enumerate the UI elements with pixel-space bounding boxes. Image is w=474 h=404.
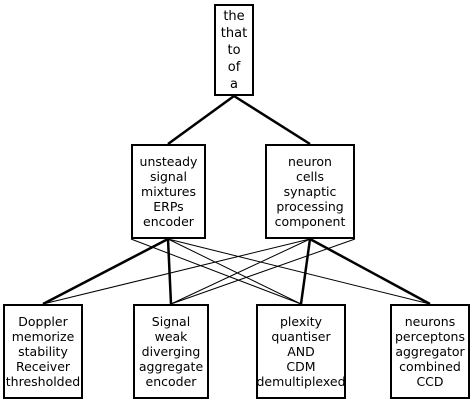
root-word: to <box>227 42 241 58</box>
edge-weak-mid-1-leaf-1 <box>170 238 311 305</box>
edge-mid-1-leaf-3 <box>309 237 431 306</box>
edge-weak-mid-1-leaf-0 <box>42 238 311 305</box>
middle-node-right: neuron cells synaptic processing compone… <box>265 144 355 239</box>
leaf-word: encoder <box>145 374 197 389</box>
middle-word: synaptic <box>283 184 337 199</box>
leaf-word: memorize <box>11 329 75 344</box>
leaf-word: plexity <box>279 314 323 329</box>
root-word: of <box>227 59 241 75</box>
root-node: the that to of a <box>214 4 254 96</box>
root-word: the <box>223 8 245 24</box>
edge-root-mid-0 <box>167 94 235 146</box>
leaf-word: perceptons <box>395 329 465 344</box>
middle-word: ERPs <box>153 199 184 214</box>
edge-weak-mid-0-left <box>130 238 302 305</box>
leaf-word: aggregate <box>138 359 204 374</box>
edge-root-mid-1 <box>233 94 311 146</box>
middle-word: encoder <box>143 214 194 229</box>
middle-word: neuron <box>288 154 332 169</box>
middle-word: unsteady <box>139 154 198 169</box>
leaf-word: thresholded <box>5 374 81 389</box>
edge-mid-0-leaf-1 <box>166 238 173 305</box>
edge-weak-mid-1-right <box>170 238 356 305</box>
leaf-word: aggregator <box>395 344 465 359</box>
root-word: a <box>230 76 238 92</box>
middle-word: processing <box>276 199 344 214</box>
leaf-word: combined <box>399 359 461 374</box>
leaf-word: CDM <box>286 359 316 374</box>
middle-node-left: unsteady signal mixtures ERPs encoder <box>131 144 206 239</box>
leaf-node-2: Signal weak diverging aggregate encoder <box>133 304 209 399</box>
middle-word: cells <box>295 169 325 184</box>
leaf-node-3: plexity quantiser AND CDM demultiplexed <box>256 304 346 399</box>
leaf-word: weak <box>154 329 188 344</box>
leaf-word: Receiver <box>15 359 71 374</box>
leaf-word: Signal <box>151 314 191 329</box>
leaf-word: neurons <box>404 314 456 329</box>
edge-mid-0-leaf-0 <box>42 237 169 306</box>
leaf-word: diverging <box>141 344 201 359</box>
middle-word: component <box>274 214 346 229</box>
middle-word: mixtures <box>141 184 196 199</box>
middle-word: signal <box>150 169 187 184</box>
leaf-word: Doppler <box>18 314 68 329</box>
edge-mid-1-leaf-2 <box>299 238 312 305</box>
leaf-node-4: neurons perceptons aggregator combined C… <box>390 304 470 399</box>
leaf-node-1: Doppler memorize stability Receiver thre… <box>3 304 83 399</box>
leaf-word: AND <box>287 344 315 359</box>
root-word: that <box>220 25 248 41</box>
edge-weak-mid-0-leaf-2 <box>167 238 302 305</box>
leaf-word: quantiser <box>271 329 331 344</box>
leaf-word: CCD <box>416 374 444 389</box>
edge-weak-mid-0-leaf-3 <box>167 238 431 305</box>
leaf-word: stability <box>18 344 68 359</box>
leaf-word: demultiplexed <box>256 374 346 389</box>
